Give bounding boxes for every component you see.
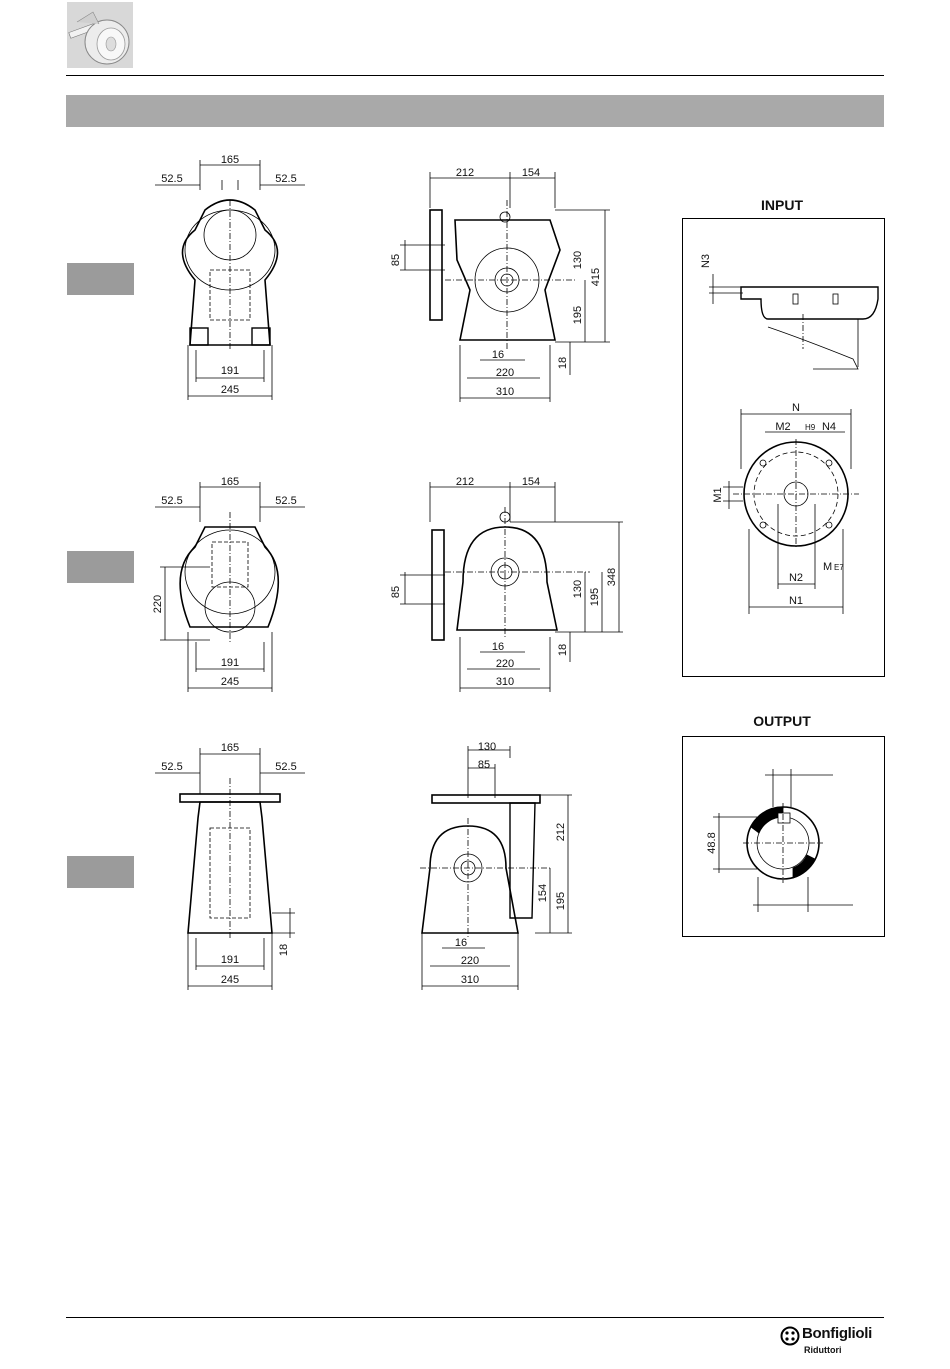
label-e7: E7	[834, 563, 844, 572]
dim-195: 195	[572, 306, 584, 324]
dim-52-5-left: 52.5	[161, 761, 182, 773]
dim-52-5-right: 52.5	[275, 495, 296, 507]
side-tab-3	[67, 856, 134, 888]
label-n3: N3	[700, 254, 712, 268]
dim-154: 154	[537, 884, 549, 902]
dim-165: 165	[221, 476, 239, 488]
dim-220: 220	[461, 955, 479, 967]
label-m2: M2	[775, 421, 790, 433]
dim-195: 195	[589, 588, 601, 606]
side-view-bot: 130 85 212 154 195 16 220 310	[410, 738, 580, 993]
dim-52-5-left: 52.5	[161, 173, 182, 185]
dim-165: 165	[221, 742, 239, 754]
side-tab-1	[67, 263, 134, 295]
front-view-top: 165 52.5 52.5 191 245	[150, 150, 310, 405]
header-rule	[66, 75, 884, 76]
dim-18: 18	[278, 944, 290, 956]
dim-245: 245	[221, 384, 239, 396]
label-n2: N2	[789, 572, 803, 584]
brand-logo: Bonfiglioli Riduttori	[780, 1325, 890, 1365]
dim-85: 85	[478, 759, 490, 771]
label-m: M	[823, 561, 832, 573]
dim-52-5-right: 52.5	[275, 173, 296, 185]
dim-191: 191	[221, 657, 239, 669]
dim-130: 130	[572, 251, 584, 269]
dim-130: 130	[572, 580, 584, 598]
dim-52-5-left: 52.5	[161, 495, 182, 507]
dim-165: 165	[221, 154, 239, 166]
label-h9: H9	[805, 423, 816, 432]
side-view-top: 212 154 85 130 415 195 18 16 220 310	[385, 160, 615, 405]
dim-310: 310	[461, 974, 479, 986]
brand-mark-icon	[780, 1326, 800, 1346]
dim-220: 220	[152, 595, 164, 613]
dim-154: 154	[522, 167, 540, 179]
dim-154: 154	[522, 476, 540, 488]
dim-16: 16	[492, 349, 504, 361]
input-panel: N3 N M2 H9 N4 M1 M E7 N2 N1	[682, 218, 885, 677]
dim-310: 310	[496, 386, 514, 398]
side-view-mid: 212 154 85 130 348 195 18 16 220 310	[385, 472, 625, 697]
label-n1: N1	[789, 595, 803, 607]
dim-18: 18	[557, 357, 569, 369]
dim-415: 415	[590, 268, 602, 286]
title-bar	[66, 95, 884, 127]
brand-name: Bonfiglioli	[802, 1325, 872, 1342]
dim-245: 245	[221, 974, 239, 986]
dim-16: 16	[492, 641, 504, 653]
input-drawing: N3 N M2 H9 N4 M1 M E7 N2 N1	[683, 219, 884, 676]
dim-191: 191	[221, 954, 239, 966]
label-48-8: 48.8	[706, 832, 718, 853]
dim-18: 18	[557, 644, 569, 656]
footer-rule	[66, 1317, 884, 1318]
brand-sub: Riduttori	[804, 1345, 842, 1355]
side-tab-2	[67, 551, 134, 583]
worm-gear-icon	[67, 2, 133, 68]
dim-212: 212	[555, 823, 567, 841]
input-title: INPUT	[722, 197, 842, 213]
dim-52-5-right: 52.5	[275, 761, 296, 773]
label-n4: N4	[822, 421, 836, 433]
output-panel: 48.8	[682, 736, 885, 937]
front-view-mid: 165 52.5 52.5 220 191 245	[150, 472, 310, 697]
dim-348: 348	[606, 568, 618, 586]
dim-220: 220	[496, 367, 514, 379]
dim-245: 245	[221, 676, 239, 688]
dim-195: 195	[555, 892, 567, 910]
dim-16: 16	[455, 937, 467, 949]
dim-130: 130	[478, 741, 496, 753]
dim-85: 85	[390, 254, 402, 266]
output-drawing: 48.8	[683, 737, 884, 936]
label-m1: M1	[712, 487, 724, 502]
dim-310: 310	[496, 676, 514, 688]
front-view-bot: 165 52.5 52.5 18 191 245	[150, 738, 310, 993]
label-n: N	[792, 402, 800, 414]
dim-191: 191	[221, 365, 239, 377]
output-title: OUTPUT	[722, 713, 842, 729]
dim-220: 220	[496, 658, 514, 670]
dim-212: 212	[456, 476, 474, 488]
dim-212: 212	[456, 167, 474, 179]
dim-85: 85	[390, 586, 402, 598]
